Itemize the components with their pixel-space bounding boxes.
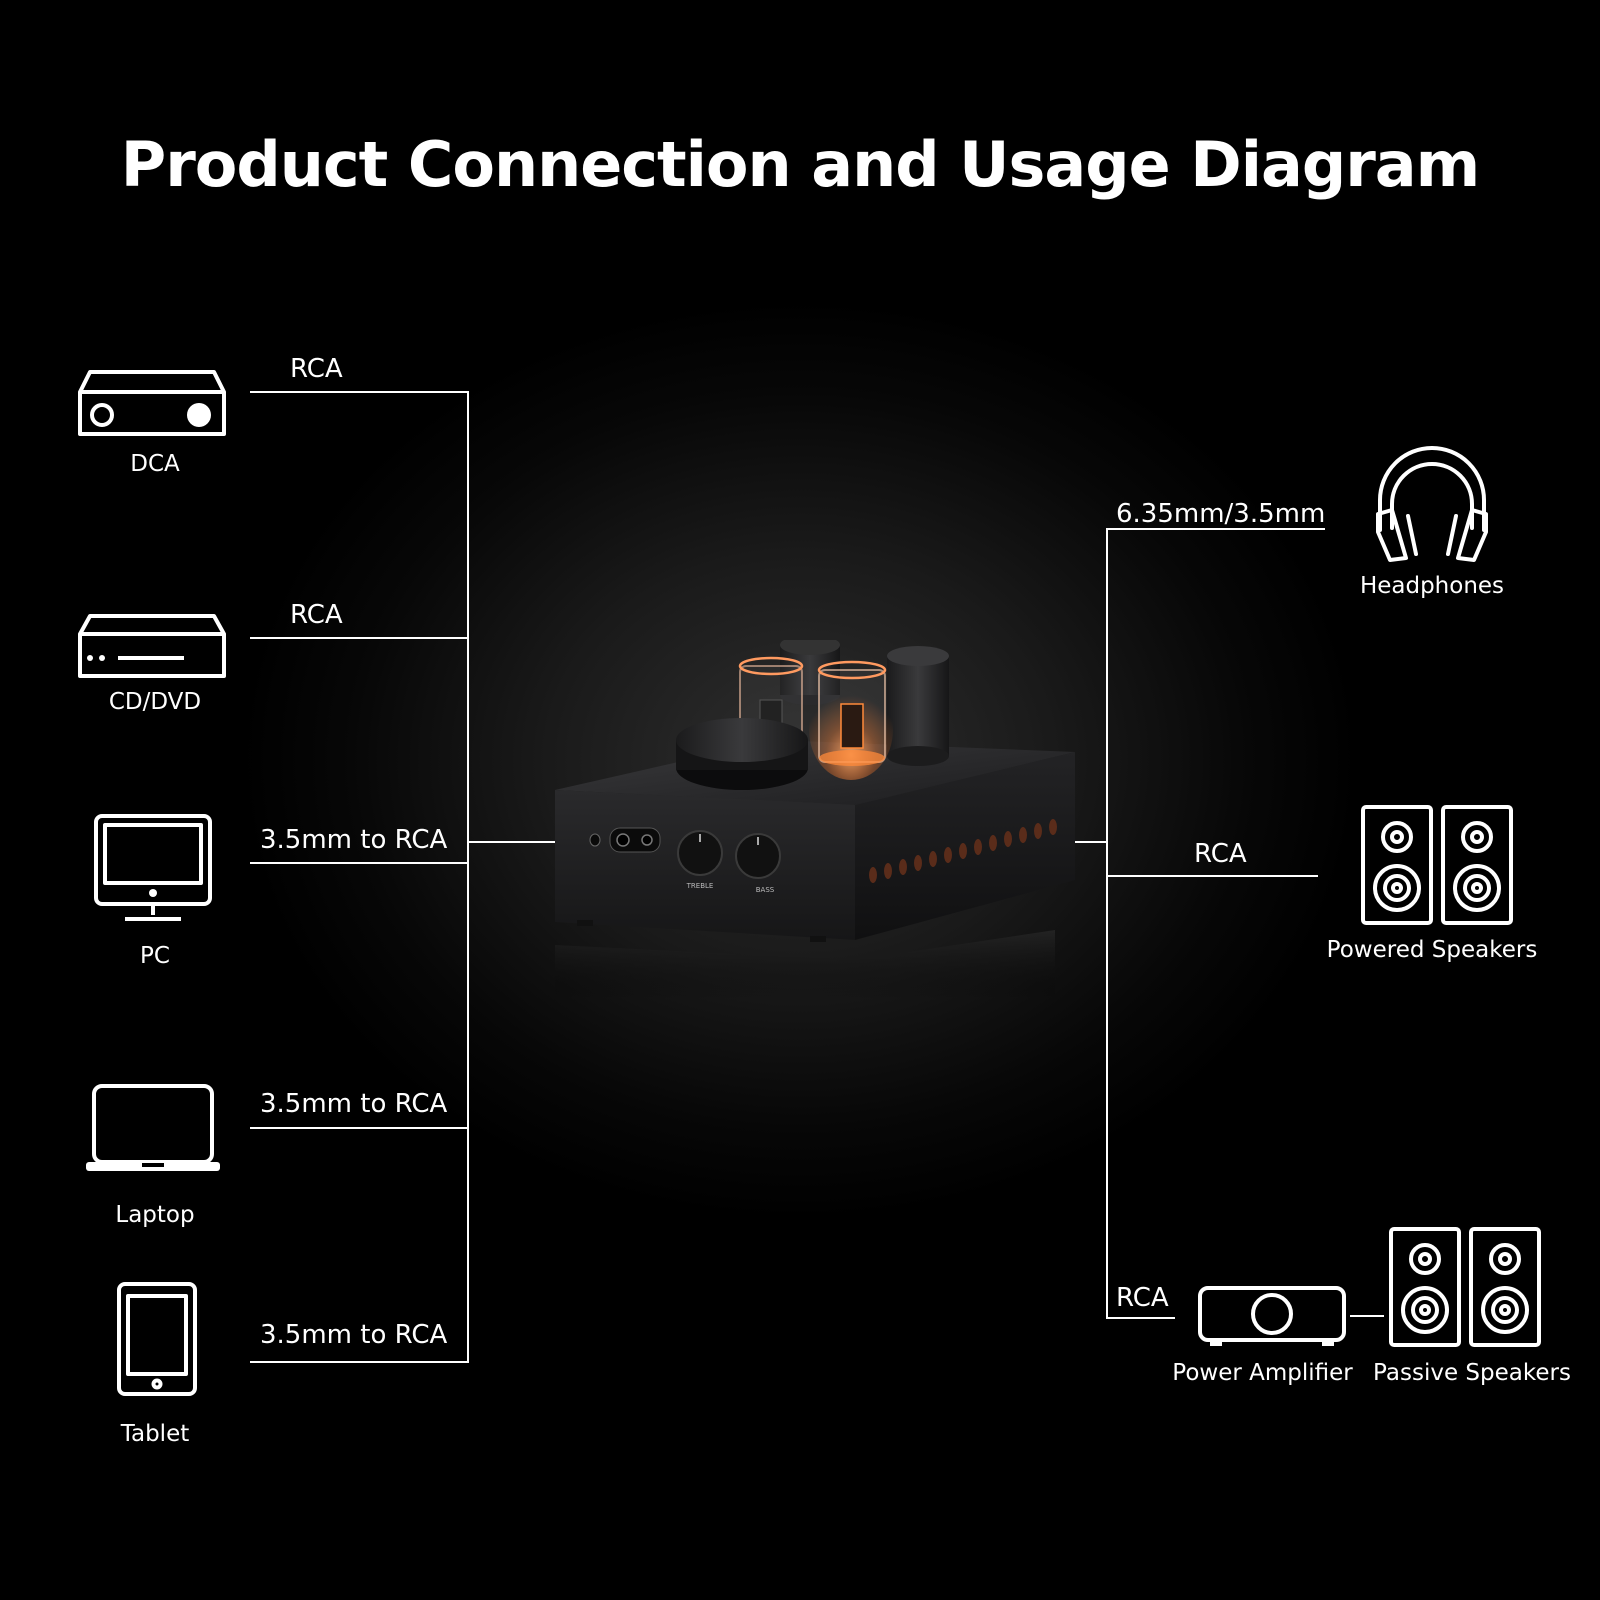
device-label-powered-speakers: Powered Speakers — [1326, 937, 1538, 963]
speakers-icon — [1361, 805, 1513, 925]
power-amplifier-icon — [1198, 1286, 1346, 1346]
device-label-cd-dvd: CD/DVD — [108, 689, 202, 715]
front-glowing-tube — [809, 660, 893, 780]
treble-label: TREBLE — [686, 882, 714, 890]
cable-label-cd-dvd: RCA — [290, 600, 343, 630]
bass-label: BASS — [756, 886, 775, 894]
headphones-icon — [1376, 446, 1488, 562]
device-label-passive-speakers: Passive Speakers — [1373, 1360, 1571, 1386]
vent-slots — [869, 819, 1057, 883]
front-jacks — [589, 827, 661, 853]
cd-dvd-player-icon — [78, 614, 226, 678]
input-line-dca — [250, 391, 469, 1363]
cable-label-laptop: 3.5mm to RCA — [260, 1089, 448, 1119]
cable-label-power-amplifier: RCA — [1116, 1283, 1169, 1313]
page-title: Product Connection and Usage Diagram — [120, 128, 1481, 201]
device-label-dca: DCA — [130, 451, 180, 477]
device-label-pc: PC — [140, 943, 170, 969]
device-label-tablet: Tablet — [120, 1421, 190, 1447]
tablet-icon — [117, 1282, 197, 1396]
output-line-headphones — [1106, 528, 1325, 1319]
cable-label-powered-speakers: RCA — [1194, 839, 1247, 869]
device-label-power-amplifier: Power Amplifier — [1172, 1360, 1353, 1386]
cable-label-pc: 3.5mm to RCA — [260, 825, 448, 855]
cable-label-tablet: 3.5mm to RCA — [260, 1320, 448, 1350]
cable-label-headphones: 6.35mm/3.5mm — [1116, 499, 1326, 529]
cable-label-dca: RCA — [290, 354, 343, 384]
bass-knob — [735, 833, 781, 879]
desktop-monitor-icon — [94, 814, 212, 921]
passive-speakers-icon — [1389, 1227, 1541, 1347]
device-label-laptop: Laptop — [115, 1202, 195, 1228]
treble-knob — [677, 830, 723, 876]
laptop-icon — [86, 1084, 220, 1171]
tube-amplifier-product: TREBLE BASS — [555, 640, 1075, 1000]
receiver-icon — [78, 370, 226, 436]
device-label-headphones: Headphones — [1359, 573, 1505, 599]
right-tube-cap — [887, 646, 949, 766]
volume-knob — [676, 718, 808, 790]
